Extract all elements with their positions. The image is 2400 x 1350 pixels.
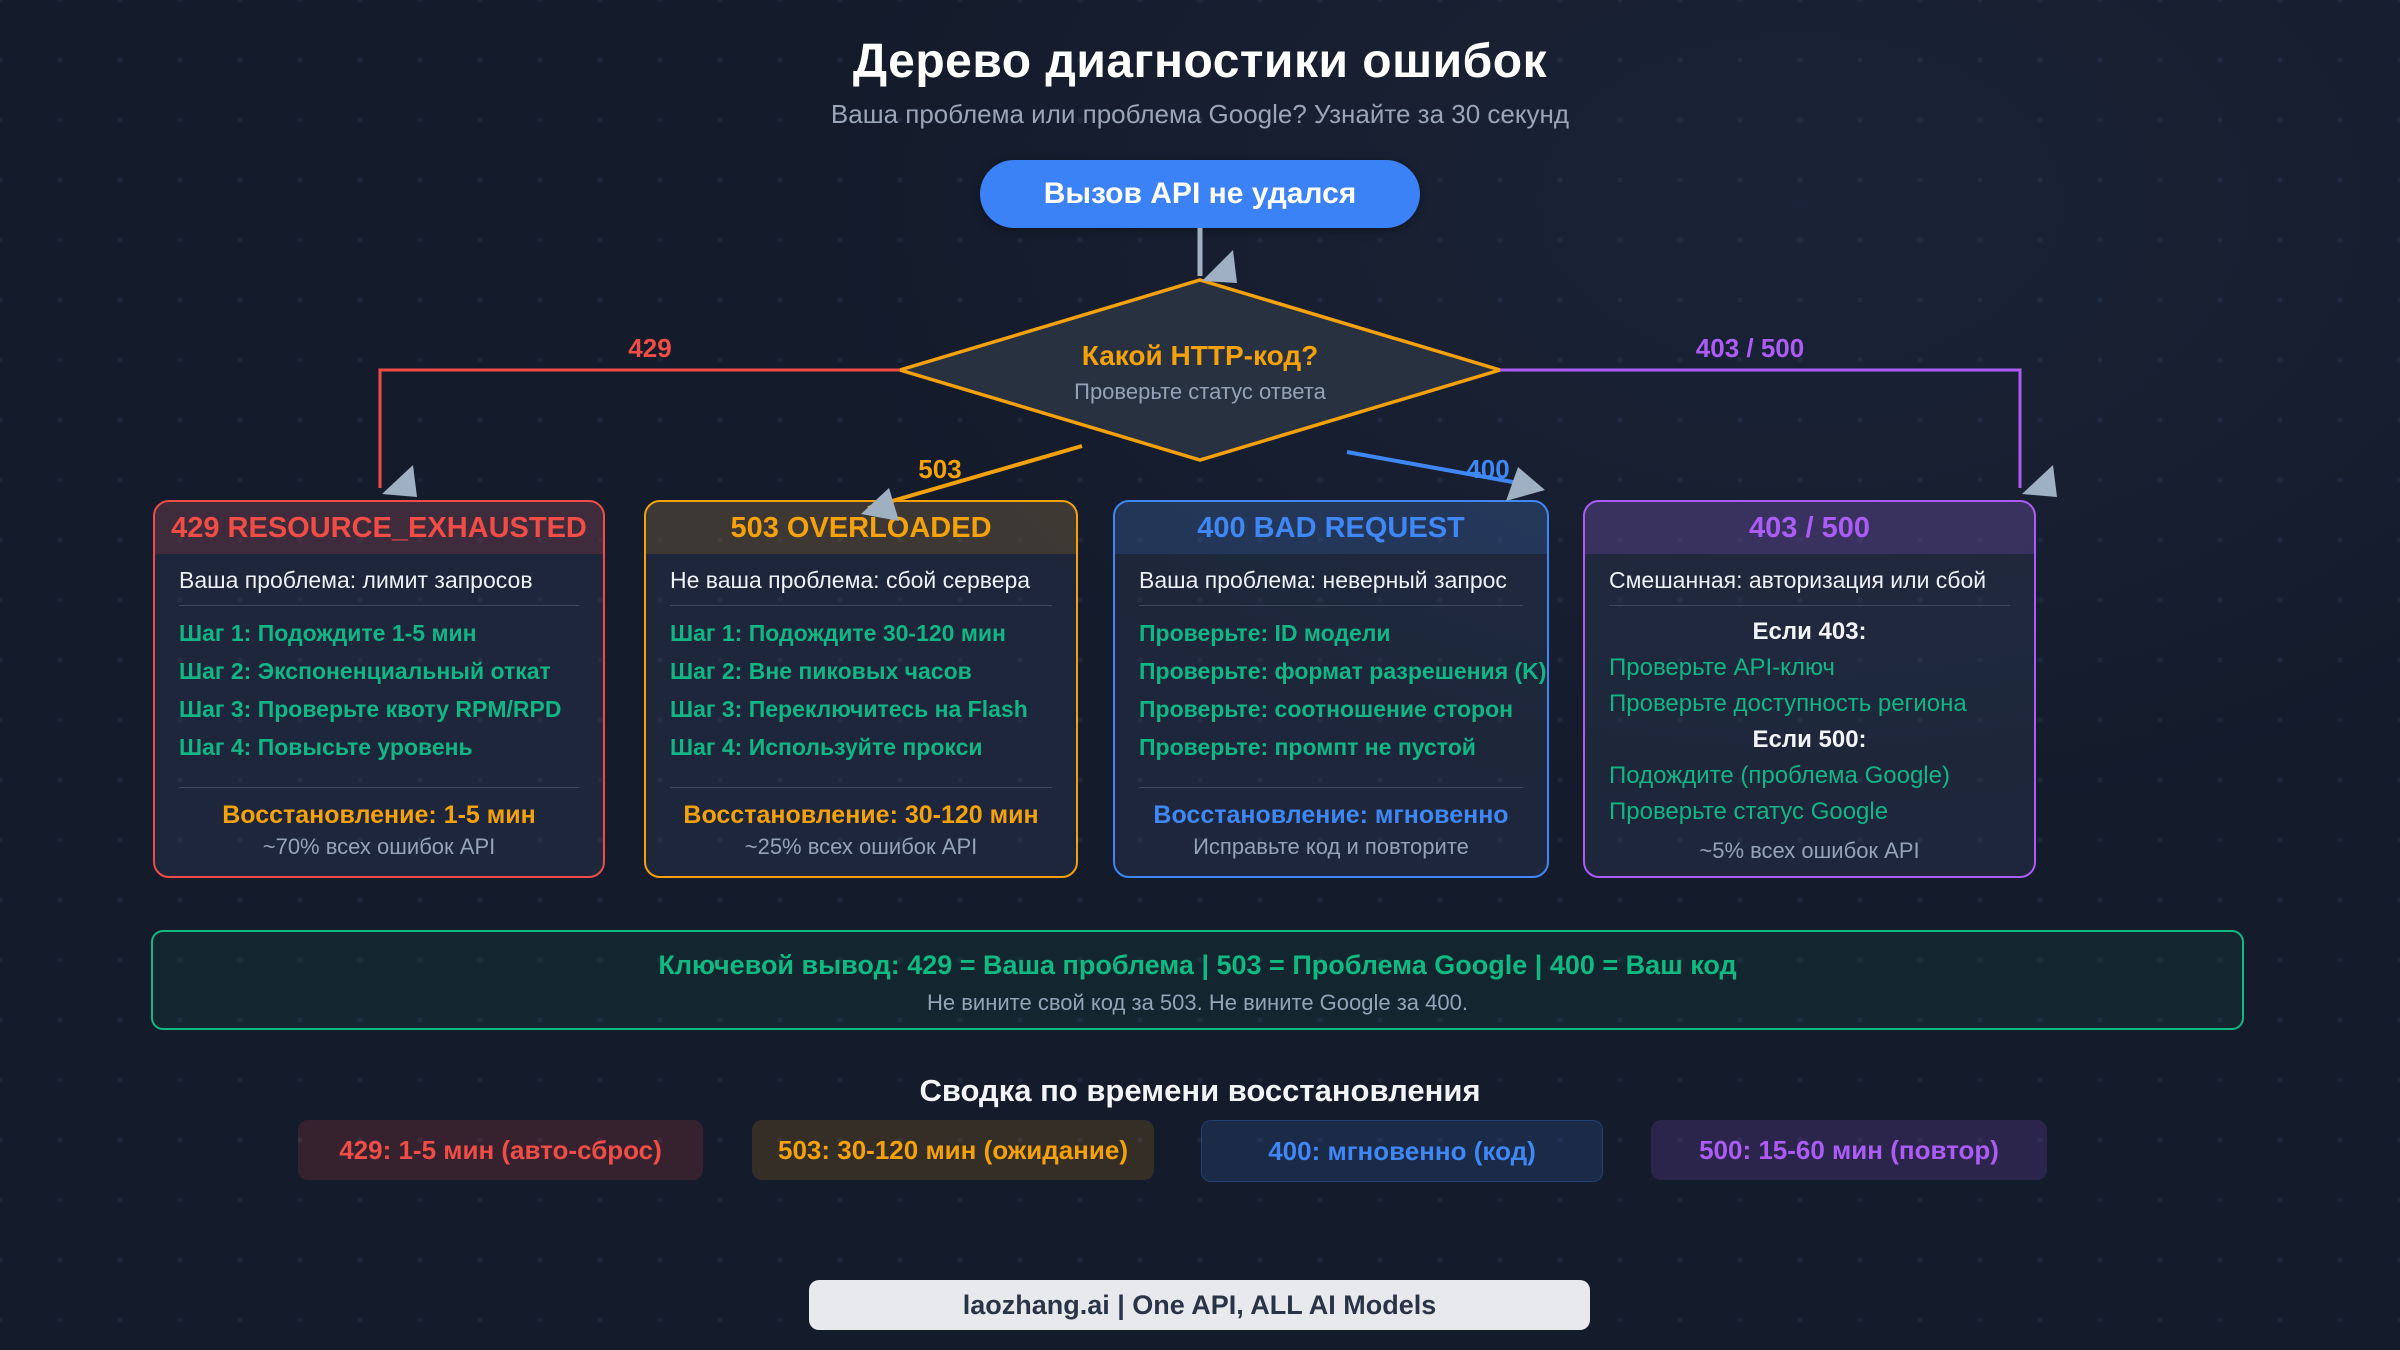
check-item: Подождите (проблема Google) — [1609, 762, 1950, 789]
summary-chip-500-label: 500: 15-60 мин (повтор) — [1699, 1134, 1999, 1165]
step: Шаг 4: Используйте прокси — [670, 734, 983, 760]
step: Проверьте: промпт не пустой — [1139, 734, 1476, 760]
step: Шаг 3: Переключитесь на Flash — [670, 696, 1028, 722]
arrowhead-start — [1202, 250, 1237, 283]
summary-chip-429-label: 429: 1-5 мин (авто-сброс) — [339, 1134, 662, 1165]
start-node-label: Вызов API не удался — [1043, 177, 1357, 210]
summary-title: Сводка по времени восстановления — [919, 1073, 1481, 1108]
edge-label-503: 503 — [918, 454, 962, 484]
summary-chip-503-label: 503: 30-120 мин (ожидание) — [778, 1134, 1128, 1165]
step: Шаг 1: Подождите 1-5 мин — [179, 620, 477, 646]
step: Проверьте: ID модели — [1139, 620, 1391, 646]
edge-429-line — [378, 368, 900, 488]
key-takeaway-title: Ключевой вывод: 429 = Ваша проблема | 50… — [658, 950, 1737, 980]
card-503-note: ~25% всех ошибок API — [744, 834, 978, 859]
summary-chip-500: 500: 15-60 мин (повтор) — [1651, 1120, 2047, 1180]
check-item: Проверьте API-ключ — [1609, 654, 1835, 681]
start-node-api-call-failed: Вызов API не удался — [980, 160, 1420, 228]
edge-label-429: 429 — [628, 333, 672, 363]
card-429-recovery: Восстановление: 1-5 мин — [222, 801, 536, 829]
card-403-500-note: ~5% всех ошибок API — [1699, 838, 1920, 863]
check-item: Проверьте доступность региона — [1609, 690, 1967, 717]
card-429-resource-exhausted: 429 RESOURCE_EXHAUSTED Ваша проблема: ли… — [153, 500, 605, 878]
step: Шаг 3: Проверьте квоту RPM/RPD — [179, 696, 562, 722]
decision-subtitle: Проверьте статус ответа — [1074, 379, 1326, 404]
card-429-note: ~70% всех ошибок API — [262, 834, 496, 859]
card-403-500-title: 403 / 500 — [1585, 502, 2034, 554]
card-503-steps: Шаг 1: Подождите 30-120 мин Шаг 2: Вне п… — [670, 614, 1052, 766]
summary-chip-503: 503: 30-120 мин (ожидание) — [752, 1120, 1154, 1180]
divider — [1139, 787, 1523, 788]
step: Шаг 4: Повысьте уровень — [179, 734, 473, 760]
step: Шаг 1: Подождите 30-120 мин — [670, 620, 1006, 646]
divider — [670, 787, 1052, 788]
summary-chip-400-label: 400: мгновенно (код) — [1268, 1135, 1536, 1166]
card-403-500-problem: Смешанная: авторизация или сбой — [1609, 567, 1987, 593]
card-429-title: 429 RESOURCE_EXHAUSTED — [155, 502, 603, 554]
key-takeaway-subtitle: Не вините свой код за 503. Не вините Goo… — [927, 990, 1468, 1015]
card-400-note: Исправьте код и повторите — [1193, 834, 1469, 859]
edge-label-400: 400 — [1466, 454, 1510, 484]
page-title: Дерево диагностики ошибок — [852, 35, 1548, 88]
summary-chip-400: 400: мгновенно (код) — [1201, 1120, 1603, 1182]
divider — [1609, 605, 2010, 606]
page-subtitle: Ваша проблема или проблема Google? Узнай… — [830, 99, 1570, 129]
divider — [670, 605, 1052, 606]
card-503-problem: Не ваша проблема: сбой сервера — [670, 567, 1031, 593]
card-429-steps: Шаг 1: Подождите 1-5 мин Шаг 2: Экспонен… — [179, 614, 579, 766]
check-item: Проверьте статус Google — [1609, 798, 1889, 825]
step: Шаг 2: Вне пиковых часов — [670, 658, 972, 684]
card-503-title: 503 OVERLOADED — [646, 502, 1076, 554]
card-400-bad-request: 400 BAD REQUEST Ваша проблема: неверный … — [1113, 500, 1549, 878]
card-503-recovery: Восстановление: 30-120 мин — [683, 801, 1039, 829]
divider — [179, 605, 579, 606]
divider — [1139, 605, 1523, 606]
step: Шаг 2: Экспоненциальный откат — [179, 658, 551, 684]
edge-label-403-500: 403 / 500 — [1695, 333, 1805, 363]
card-400-recovery: Восстановление: мгновенно — [1153, 801, 1509, 829]
arrowhead-403-500 — [2022, 465, 2057, 497]
card-403-500-list: Если 403: Проверьте API-ключ Проверьте д… — [1609, 614, 2010, 830]
card-429-problem: Ваша проблема: лимит запросов — [179, 567, 533, 593]
card-503-overloaded: 503 OVERLOADED Не ваша проблема: сбой се… — [644, 500, 1078, 878]
footer-brand-pill[interactable]: laozhang.ai | One API, ALL AI Models — [809, 1280, 1590, 1330]
arrowhead-429 — [382, 465, 417, 497]
card-403-500-mixed: 403 / 500 Смешанная: авторизация или сбо… — [1583, 500, 2036, 878]
card-400-steps: Проверьте: ID модели Проверьте: формат р… — [1139, 614, 1547, 766]
key-takeaway-box: Ключевой вывод: 429 = Ваша проблема | 50… — [151, 930, 2244, 1030]
step: Проверьте: формат разрешения (K) — [1139, 658, 1547, 684]
condition-heading-500: Если 500: — [1752, 726, 1867, 753]
divider — [179, 787, 579, 788]
footer-brand-label: laozhang.ai | One API, ALL AI Models — [962, 1289, 1437, 1320]
decision-title: Какой HTTP-код? — [1081, 340, 1319, 371]
summary-chip-429: 429: 1-5 мин (авто-сброс) — [298, 1120, 703, 1180]
card-400-title: 400 BAD REQUEST — [1115, 502, 1547, 554]
condition-heading-403: Если 403: — [1752, 618, 1867, 645]
step: Проверьте: соотношение сторон — [1139, 696, 1514, 722]
card-400-problem: Ваша проблема: неверный запрос — [1139, 567, 1507, 593]
